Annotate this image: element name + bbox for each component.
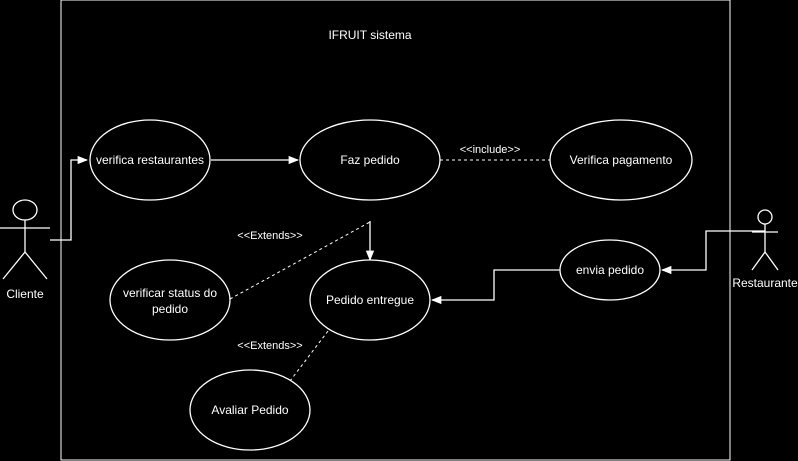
use-case-label: Pedido entregue [326,293,414,307]
extends-avaliar-label: <<Extends>> [237,340,302,352]
extends-status-line [229,221,371,300]
use-case-verifica-pagamento[interactable]: Verifica pagamento [549,119,693,201]
use-case-verificar-status-do-pedido[interactable]: verificar status do pedido [109,259,231,341]
extends-avaliar-line [289,330,329,382]
use-case-faz-pedido[interactable]: Faz pedido [299,119,441,201]
connector-restaurante-envia [660,230,765,275]
use-case-label: Avaliar Pedido [211,403,288,417]
extends-status-label: <<Extends>> [237,230,302,242]
connector-cliente-verifica [50,155,89,241]
actor-cliente[interactable]: Cliente [0,199,50,301]
system-boundary [60,0,731,461]
actor-restaurante[interactable]: Restaurante [732,209,798,290]
use-case-label-line2: pedido [152,302,188,316]
use-case-envia-pedido[interactable]: envia pedido [559,239,661,301]
use-case-pedido-entregue[interactable]: Pedido entregue [309,259,431,341]
use-case-label-line1: verificar status do [123,286,217,300]
include-label: <<include>> [460,144,521,156]
use-case-label: envia pedido [576,263,644,277]
use-case-verifica-restaurantes[interactable]: verifica restaurantes [89,119,211,201]
actor-head [757,209,773,225]
use-case-label: verifica restaurantes [96,153,204,167]
actor-head [12,199,38,221]
use-case-label: Faz pedido [340,153,400,167]
actor-restaurante-label: Restaurante [732,276,798,290]
use-case-avaliar-pedido[interactable]: Avaliar Pedido [189,369,311,451]
actor-cliente-label: Cliente [6,287,44,301]
system-title: IFRUIT sistema [328,28,411,42]
connector-envia-entregue [430,269,560,305]
use-case-label: Verifica pagamento [570,153,673,167]
